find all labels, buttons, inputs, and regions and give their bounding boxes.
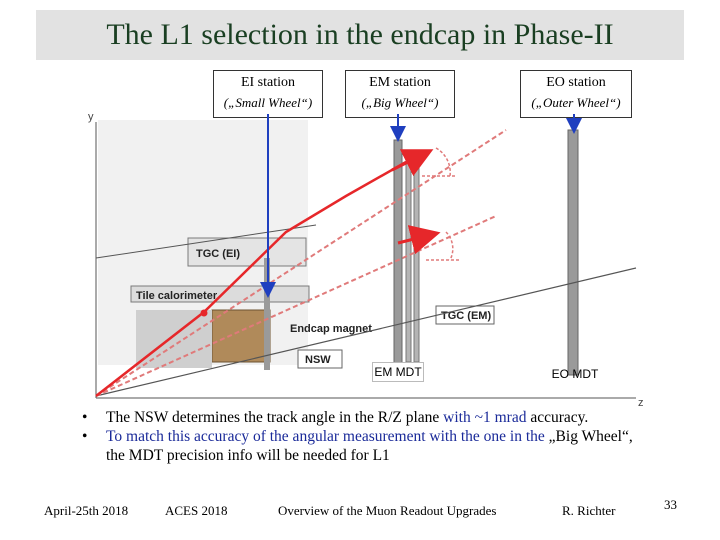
bullet-item-1: • The NSW determines the track angle in …	[82, 408, 642, 427]
eo-mdt-label: EO MDT	[551, 367, 599, 381]
tgc-em-label: TGC (EM)	[441, 310, 491, 322]
footer-talk-title: Overview of the Muon Readout Upgrades	[278, 503, 497, 518]
track-direction-em	[391, 149, 434, 177]
nsw-label: NSW	[305, 354, 331, 366]
endcap-magnet	[211, 309, 271, 363]
tile-calorimeter-label: Tile calorimeter	[136, 290, 218, 302]
bullet-1-highlight: with ~1 mrad	[443, 409, 527, 426]
outer-wheel-mdt	[567, 129, 579, 376]
bent-track	[95, 160, 407, 397]
ei-station-sub: („Small Wheel“)	[223, 95, 313, 110]
big-wheel-tgc-2	[413, 149, 420, 363]
bullet-1-text: The NSW determines the track angle in th…	[106, 409, 444, 426]
angle-arc-upper	[435, 147, 451, 177]
footer-conference: ACES 2018	[165, 503, 228, 518]
eo-station-box: EO station („Outer Wheel“)	[520, 70, 632, 118]
y-axis-label: y	[88, 111, 94, 123]
bullet-list: • The NSW determines the track angle in …	[82, 408, 642, 465]
big-wheel-mdt	[393, 139, 403, 371]
straight-track-upper	[95, 129, 507, 397]
slide-title: The L1 selection in the endcap in Phase-…	[106, 18, 614, 51]
footer-date: April-25th 2018	[44, 503, 129, 518]
em-station-box: EM station („Big Wheel“)	[345, 70, 455, 118]
bullet-2-highlight: To match this accuracy of the angular me…	[106, 428, 545, 445]
track-hit-ei	[200, 309, 208, 317]
eo-station-sub: („Outer Wheel“)	[531, 95, 621, 110]
angle-arc-lower	[445, 231, 454, 261]
ei-station-box: EI station („Small Wheel“)	[213, 70, 323, 118]
gray-track	[95, 267, 637, 397]
track-direction-lower	[397, 225, 441, 255]
endcap-magnet-label: Endcap magnet	[290, 323, 372, 335]
em-station-name: EM station	[369, 75, 431, 90]
bullet-item-2: • To match this accuracy of the angular …	[82, 427, 642, 465]
tgc-ei-chamber	[187, 237, 307, 267]
ei-station-name: EI station	[240, 75, 296, 90]
title-bar: The L1 selection in the endcap in Phase-…	[36, 10, 684, 60]
straight-track	[95, 215, 497, 397]
page-number: 33	[664, 497, 677, 512]
nsw-label-box	[297, 349, 343, 369]
bullet-marker: •	[82, 409, 88, 426]
magnet-shadow	[136, 310, 212, 368]
bullet-2-tail: „Big Wheel“, the MDT precision info will…	[106, 428, 633, 464]
z-axis-label: z	[638, 397, 644, 409]
em-mdt-label: EM MDT	[372, 362, 424, 382]
tgc-ei-label: TGC (EI)	[196, 248, 240, 260]
bullet-marker: •	[82, 428, 88, 445]
bullet-1-tail: accuracy.	[526, 409, 589, 426]
nsw-chamber	[264, 258, 270, 370]
em-station-sub: („Big Wheel“)	[361, 95, 439, 110]
eo-station-name: EO station	[546, 75, 606, 90]
endcap-diagram: y z TGC (EI) Tile calorimeter Endcap mag…	[88, 111, 644, 409]
footer-author: R. Richter	[562, 503, 616, 518]
gray-track-2	[95, 224, 317, 259]
